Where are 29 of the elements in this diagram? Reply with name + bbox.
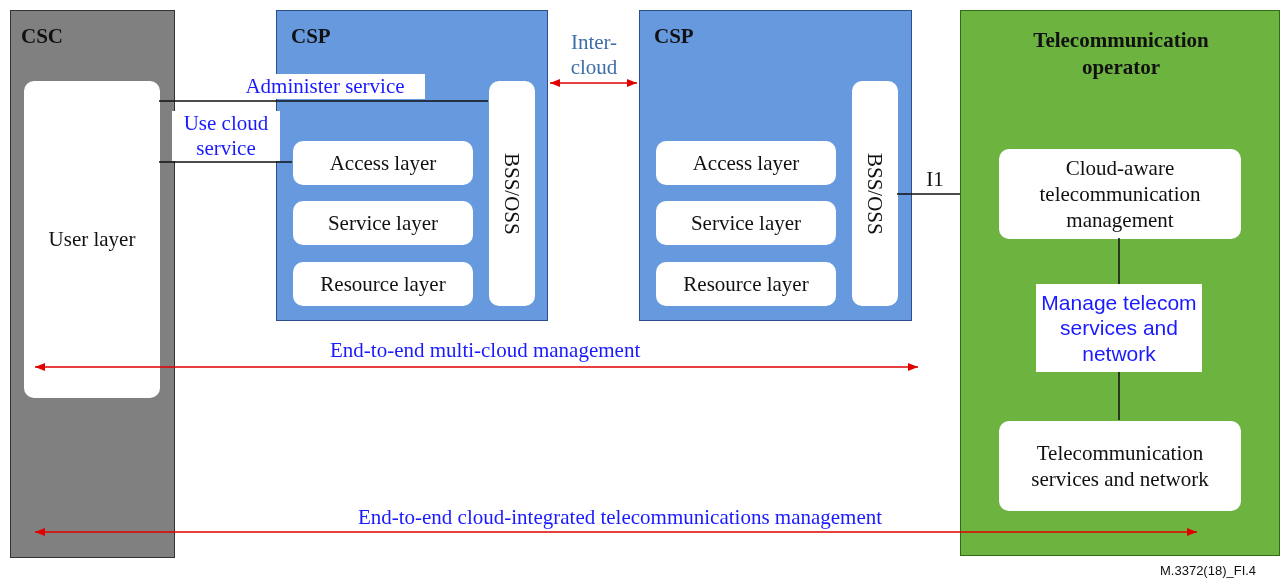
edge-label: Use cloud service	[172, 111, 280, 162]
group-title: CSP	[291, 23, 331, 50]
edge-label: End-to-end cloud-integrated telecommunications management	[356, 505, 884, 531]
arrow	[34, 528, 1198, 536]
connector-line	[158, 161, 293, 163]
layer-box: Service layer	[656, 201, 836, 245]
group-title: CSP	[654, 23, 694, 50]
connector-line	[158, 100, 489, 102]
edge-label: Manage telecom services and network	[1036, 284, 1202, 372]
layer-box: Resource layer	[656, 262, 836, 306]
layer-box: Access layer	[293, 141, 473, 185]
arrow-label: End-to-end multi-cloud management	[330, 338, 641, 363]
group-panel	[960, 10, 1280, 556]
group-title: Telecommunication operator	[1032, 27, 1210, 82]
group-title: CSC	[21, 23, 63, 50]
layer-box: Access layer	[656, 141, 836, 185]
group-panel	[10, 10, 175, 558]
layer-box: User layer	[24, 81, 160, 398]
layer-box: BSS/OSS	[489, 81, 535, 306]
process-box: Cloud-aware telecommunication management	[999, 149, 1241, 239]
layer-box: BSS/OSS	[852, 81, 898, 306]
group-panel	[639, 10, 912, 321]
layer-box: Resource layer	[293, 262, 473, 306]
process-box: Telecommunication services and network	[999, 421, 1241, 511]
layer-box: Service layer	[293, 201, 473, 245]
connector-line	[896, 193, 961, 195]
arrow	[549, 79, 638, 87]
figure-id: M.3372(18)_FI.4	[1160, 563, 1257, 578]
edge-label: Inter-cloud	[569, 30, 619, 81]
